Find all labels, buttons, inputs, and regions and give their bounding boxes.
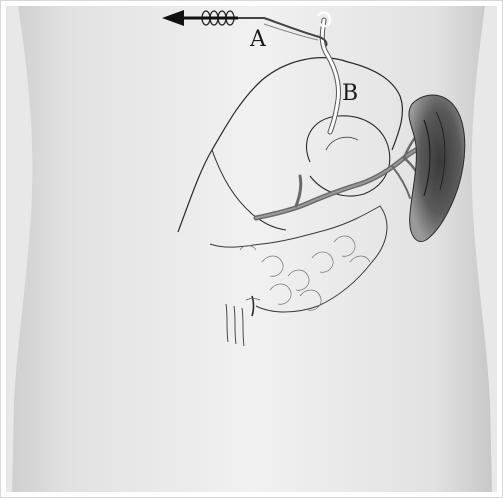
label-b: B xyxy=(342,81,358,106)
torso xyxy=(12,6,492,492)
label-a: A xyxy=(249,27,267,52)
